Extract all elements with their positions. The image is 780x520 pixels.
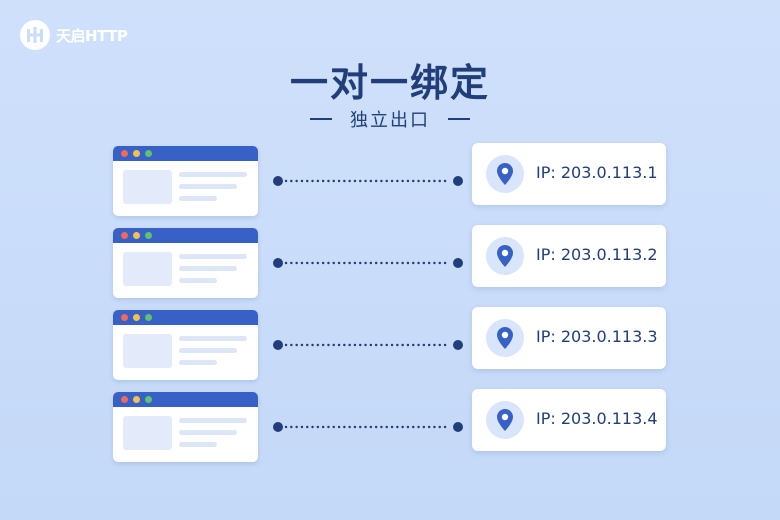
text-line-placeholder — [179, 184, 237, 189]
location-pin-icon — [486, 319, 524, 357]
logo-text: 天启HTTP — [56, 26, 128, 45]
browser-window — [113, 146, 258, 216]
ip-address-label: IP: 203.0.113.3 — [536, 327, 658, 346]
binding-row-3: IP: 203.0.113.3 — [0, 307, 780, 384]
minimize-dot-icon — [133, 314, 140, 321]
text-line-placeholder — [179, 172, 247, 177]
image-placeholder — [123, 170, 172, 204]
binding-row-1: IP: 203.0.113.1 — [0, 143, 780, 220]
text-line-placeholder — [179, 278, 217, 283]
minimize-dot-icon — [133, 150, 140, 157]
close-dot-icon — [121, 314, 128, 321]
binding-row-2: IP: 203.0.113.2 — [0, 225, 780, 302]
minimize-dot-icon — [133, 232, 140, 239]
ip-card: IP: 203.0.113.3 — [472, 307, 666, 369]
subtitle-dash-left — [310, 118, 332, 120]
binding-row-4: IP: 203.0.113.4 — [0, 389, 780, 466]
text-line-placeholder — [179, 442, 217, 447]
page-subtitle: 独立出口 — [350, 110, 430, 131]
maximize-dot-icon — [145, 314, 152, 321]
browser-title-bar — [113, 310, 258, 325]
text-line-placeholder — [179, 430, 237, 435]
image-placeholder — [123, 252, 172, 286]
ip-card: IP: 203.0.113.4 — [472, 389, 666, 451]
ip-address-label: IP: 203.0.113.1 — [536, 163, 658, 182]
browser-window — [113, 228, 258, 298]
dotted-connector — [273, 258, 463, 268]
image-placeholder — [123, 416, 172, 450]
ip-card: IP: 203.0.113.2 — [472, 225, 666, 287]
text-line-placeholder — [179, 360, 217, 365]
ip-address-label: IP: 203.0.113.2 — [536, 245, 658, 264]
page-title: 一对一绑定 — [289, 61, 490, 105]
browser-window — [113, 392, 258, 462]
ip-card: IP: 203.0.113.1 — [472, 143, 666, 205]
close-dot-icon — [121, 150, 128, 157]
text-line-placeholder — [179, 348, 237, 353]
location-pin-icon — [486, 237, 524, 275]
location-pin-icon — [486, 401, 524, 439]
ip-address-label: IP: 203.0.113.4 — [536, 409, 658, 428]
tianqi-logo-icon — [20, 20, 50, 50]
close-dot-icon — [121, 232, 128, 239]
maximize-dot-icon — [145, 232, 152, 239]
text-line-placeholder — [179, 418, 247, 423]
image-placeholder — [123, 334, 172, 368]
minimize-dot-icon — [133, 396, 140, 403]
browser-title-bar — [113, 228, 258, 243]
subtitle-row: 独立出口 — [0, 106, 780, 132]
text-line-placeholder — [179, 336, 247, 341]
location-pin-icon — [486, 155, 524, 193]
logo: 天启HTTP — [20, 20, 128, 50]
subtitle-dash-right — [448, 118, 470, 120]
browser-window — [113, 310, 258, 380]
close-dot-icon — [121, 396, 128, 403]
browser-title-bar — [113, 146, 258, 161]
dotted-connector — [273, 176, 463, 186]
text-line-placeholder — [179, 266, 237, 271]
dotted-connector — [273, 340, 463, 350]
dotted-connector — [273, 422, 463, 432]
browser-title-bar — [113, 392, 258, 407]
maximize-dot-icon — [145, 396, 152, 403]
text-line-placeholder — [179, 196, 217, 201]
maximize-dot-icon — [145, 150, 152, 157]
text-line-placeholder — [179, 254, 247, 259]
